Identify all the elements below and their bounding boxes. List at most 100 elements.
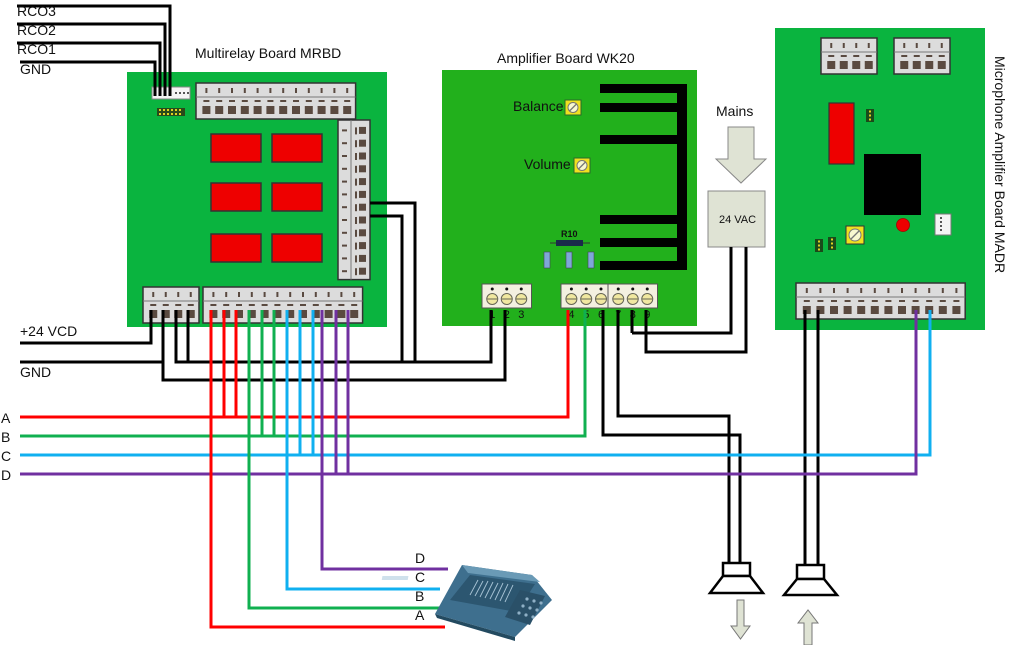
terminal-pin <box>202 106 211 114</box>
terminal-latch <box>300 304 306 306</box>
terminal-screw-mark <box>238 292 240 297</box>
mic-amp-jumper-3 <box>828 237 836 250</box>
mic-amp-bottom-terminal-strip <box>795 282 966 320</box>
terminal-screw-mark <box>346 88 349 93</box>
terminal-screw-mark <box>250 292 253 297</box>
wire-relay-b-1 <box>247 310 440 610</box>
terminal-pin <box>330 106 339 114</box>
terminal-screw-mark <box>355 178 357 186</box>
terminal-latch <box>803 300 810 302</box>
bus-d-label: D <box>1 467 11 483</box>
telephone-label-a: A <box>415 607 425 623</box>
multirelay-output-terminal-strip <box>202 286 364 324</box>
wire-relay-out-1 <box>370 201 491 364</box>
terminal-latch <box>912 300 919 302</box>
terminal-pin <box>952 306 961 314</box>
terminal-screw-mark <box>914 288 917 293</box>
wire-relay-a-1 <box>209 310 445 629</box>
screw-terminal-dot <box>490 287 494 291</box>
terminal-pin <box>852 61 861 69</box>
terminal-screw-mark <box>355 268 357 276</box>
terminal-latch <box>338 304 345 306</box>
terminal-latch <box>287 304 294 306</box>
terminal-latch <box>342 206 347 209</box>
terminal-screw-mark <box>901 288 903 293</box>
terminal-pin <box>228 106 236 114</box>
screw-terminal-dot <box>616 287 620 291</box>
terminal-screw-mark <box>355 242 357 250</box>
resistor-r10 <box>550 240 590 246</box>
terminal-latch <box>871 300 878 302</box>
wire-speaker-1 <box>601 310 742 563</box>
terminal-pin <box>830 306 838 314</box>
terminal-latch <box>254 100 261 102</box>
terminal-pin <box>215 106 224 114</box>
relay-2 <box>271 133 323 163</box>
terminal-latch <box>885 300 892 302</box>
terminal-pin <box>343 106 352 114</box>
terminal-pin <box>898 306 906 314</box>
terminal-screw-mark <box>355 191 357 199</box>
terminal-latch <box>899 300 905 302</box>
rco1-label: RCO1 <box>17 41 56 57</box>
terminal-screw-mark <box>333 88 336 93</box>
wire-supply-to-amp <box>174 310 493 364</box>
bus-wire-a <box>20 310 570 419</box>
terminal-latch <box>312 304 319 306</box>
mic-amp-ic-chip <box>864 154 921 215</box>
bus-wire-c <box>20 310 932 457</box>
terminal-latch <box>342 231 347 234</box>
terminal-pin <box>359 178 366 186</box>
terminal-latch <box>817 300 824 302</box>
terminal-pin <box>222 310 231 318</box>
terminal-latch <box>223 304 230 306</box>
mains-arrow <box>714 126 768 184</box>
mic-amp-red-component <box>828 102 855 165</box>
wire-rco3 <box>17 4 172 96</box>
microphone-speaker <box>781 563 840 597</box>
wire-24vac-2 <box>644 247 748 354</box>
screw-terminal-dot <box>584 287 588 291</box>
terminal-latch <box>175 304 182 306</box>
terminal-latch <box>953 300 960 302</box>
terminal-pin <box>359 254 366 262</box>
terminal-pin <box>884 306 893 314</box>
relay-1 <box>210 133 262 163</box>
terminal-screw-mark <box>295 88 297 93</box>
wire-gnd-top <box>20 60 157 96</box>
terminal-screw-mark <box>302 292 304 297</box>
terminal-pin <box>359 229 366 237</box>
screw-terminal-dot <box>505 287 509 291</box>
gnd-supply-label: GND <box>20 364 51 380</box>
terminal-screw-mark <box>355 127 357 135</box>
terminal-screw-mark <box>243 88 246 93</box>
mic-amp-trimmer[interactable] <box>845 225 865 245</box>
terminal-screw-mark <box>833 288 835 293</box>
terminal-screw-mark <box>855 43 858 48</box>
terminal-latch <box>203 100 210 102</box>
telephone-label-d: D <box>415 550 425 566</box>
volume-trimmer[interactable] <box>573 157 591 174</box>
telephone-label-c: C <box>415 569 425 585</box>
relay-4 <box>271 182 323 212</box>
supply-label: +24 VCD <box>20 323 77 339</box>
terminal-screw-mark <box>340 292 343 297</box>
terminal-screw-mark <box>915 43 918 48</box>
terminal-pin <box>311 310 320 318</box>
terminal-pin <box>186 310 195 318</box>
terminal-pin <box>337 310 346 318</box>
jumper-block <box>157 108 185 116</box>
terminal-screw-mark <box>355 217 357 224</box>
terminal-screw-mark <box>842 43 845 48</box>
mic-amplifier-board-title: Microphone Amplifier Board MADR <box>992 56 1008 273</box>
wire-speaker-2 <box>616 310 731 563</box>
terminal-screw-mark <box>177 292 180 297</box>
terminal-pin <box>304 106 313 114</box>
screw-terminal-dot <box>645 287 649 291</box>
wire-24vcd <box>20 310 153 345</box>
screw-terminal-dot <box>519 287 523 291</box>
terminal-screw-mark <box>205 88 208 93</box>
balance-trimmer[interactable] <box>564 99 582 116</box>
terminal-latch <box>926 55 933 57</box>
